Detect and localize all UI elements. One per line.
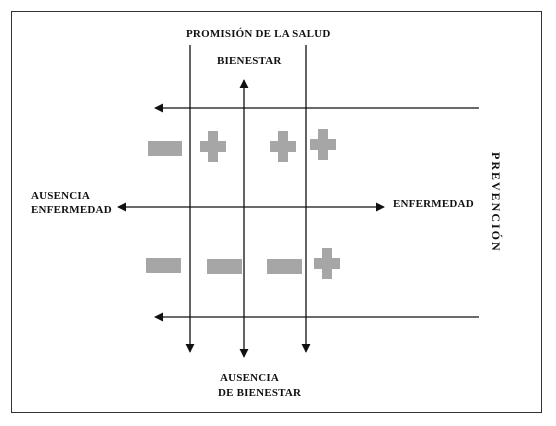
ausencia-enfermedad-line2: ENFERMEDAD [31,204,112,216]
minus-sign [207,259,242,274]
bienestar-label: BIENESTAR [217,55,282,67]
diagram-frame [11,11,542,413]
minus-sign [148,141,182,156]
minus-sign [146,258,181,273]
minus-sign [267,259,302,274]
prevencion-label: PREVENCIÓN [489,152,503,253]
plus-sign [310,129,336,160]
ausencia-bienestar-line2: DE BIENESTAR [218,387,302,399]
promision-salud-label: PROMISIÓN DE LA SALUD [186,28,331,40]
plus-sign [200,131,226,162]
enfermedad-label: ENFERMEDAD [393,198,474,210]
ausencia-enfermedad-line1: AUSENCIA [31,190,91,202]
plus-sign [270,131,296,162]
ausencia-bienestar-line1: AUSENCIA [220,372,280,384]
plus-sign [314,248,340,279]
